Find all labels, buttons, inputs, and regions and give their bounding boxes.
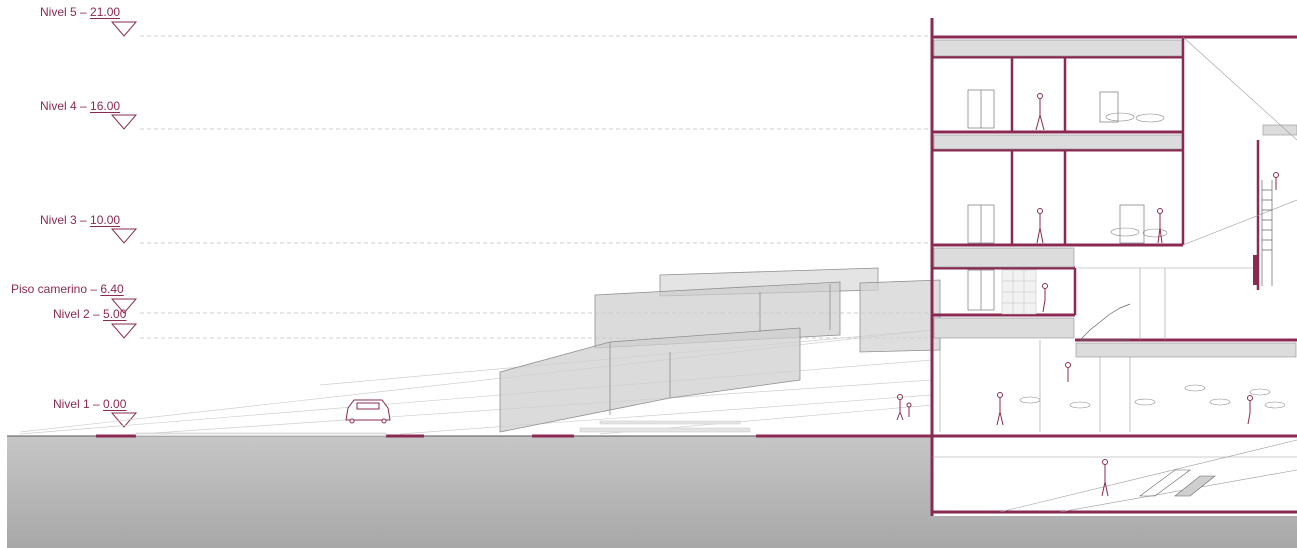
level-name: Piso camerino <box>11 282 88 296</box>
level-marker-icon <box>110 21 138 37</box>
tile-wall <box>1001 269 1037 315</box>
person-icon <box>896 394 912 421</box>
parking-ramp <box>1139 469 1216 497</box>
level-name: Nivel 4 <box>40 99 77 113</box>
level-label-4: Nivel 4 – 16.00 <box>40 99 121 113</box>
level-value: 10.00 <box>90 213 121 227</box>
level-name: Nivel 3 <box>40 213 77 227</box>
level-label-3: Nivel 3 – 10.00 <box>40 213 121 227</box>
level-name: Nivel 2 <box>53 307 90 321</box>
person-icon <box>996 93 1279 497</box>
level-label-2: Nivel 2 – 5.00 <box>53 307 127 321</box>
level-marker-icon <box>110 298 138 314</box>
level-name: Nivel 1 <box>53 397 90 411</box>
car-icon <box>345 399 391 424</box>
stair <box>1079 180 1273 341</box>
level-value: 21.00 <box>90 5 121 19</box>
crosswalk <box>579 420 751 433</box>
level-marker-icon <box>110 228 138 244</box>
level-label-camerino: Piso camerino – 6.40 <box>11 282 124 296</box>
level-markers <box>110 21 138 428</box>
building-section <box>930 18 1297 516</box>
level-value: 5.00 <box>103 307 127 321</box>
level-value: 16.00 <box>90 99 121 113</box>
sidewalk-strip <box>135 432 387 437</box>
level-marker-icon <box>110 323 138 339</box>
level-name: Nivel 5 <box>40 5 77 19</box>
level-label-1: Nivel 1 – 0.00 <box>53 397 127 411</box>
furniture <box>1019 112 1286 409</box>
level-label-5: Nivel 5 – 21.00 <box>40 5 121 19</box>
level-value: 6.40 <box>100 282 124 296</box>
glass-volumes <box>499 267 941 433</box>
level-value: 0.00 <box>103 397 127 411</box>
basement-cutout <box>932 436 1297 516</box>
level-marker-icon <box>110 114 138 130</box>
accent-column <box>1253 255 1259 285</box>
